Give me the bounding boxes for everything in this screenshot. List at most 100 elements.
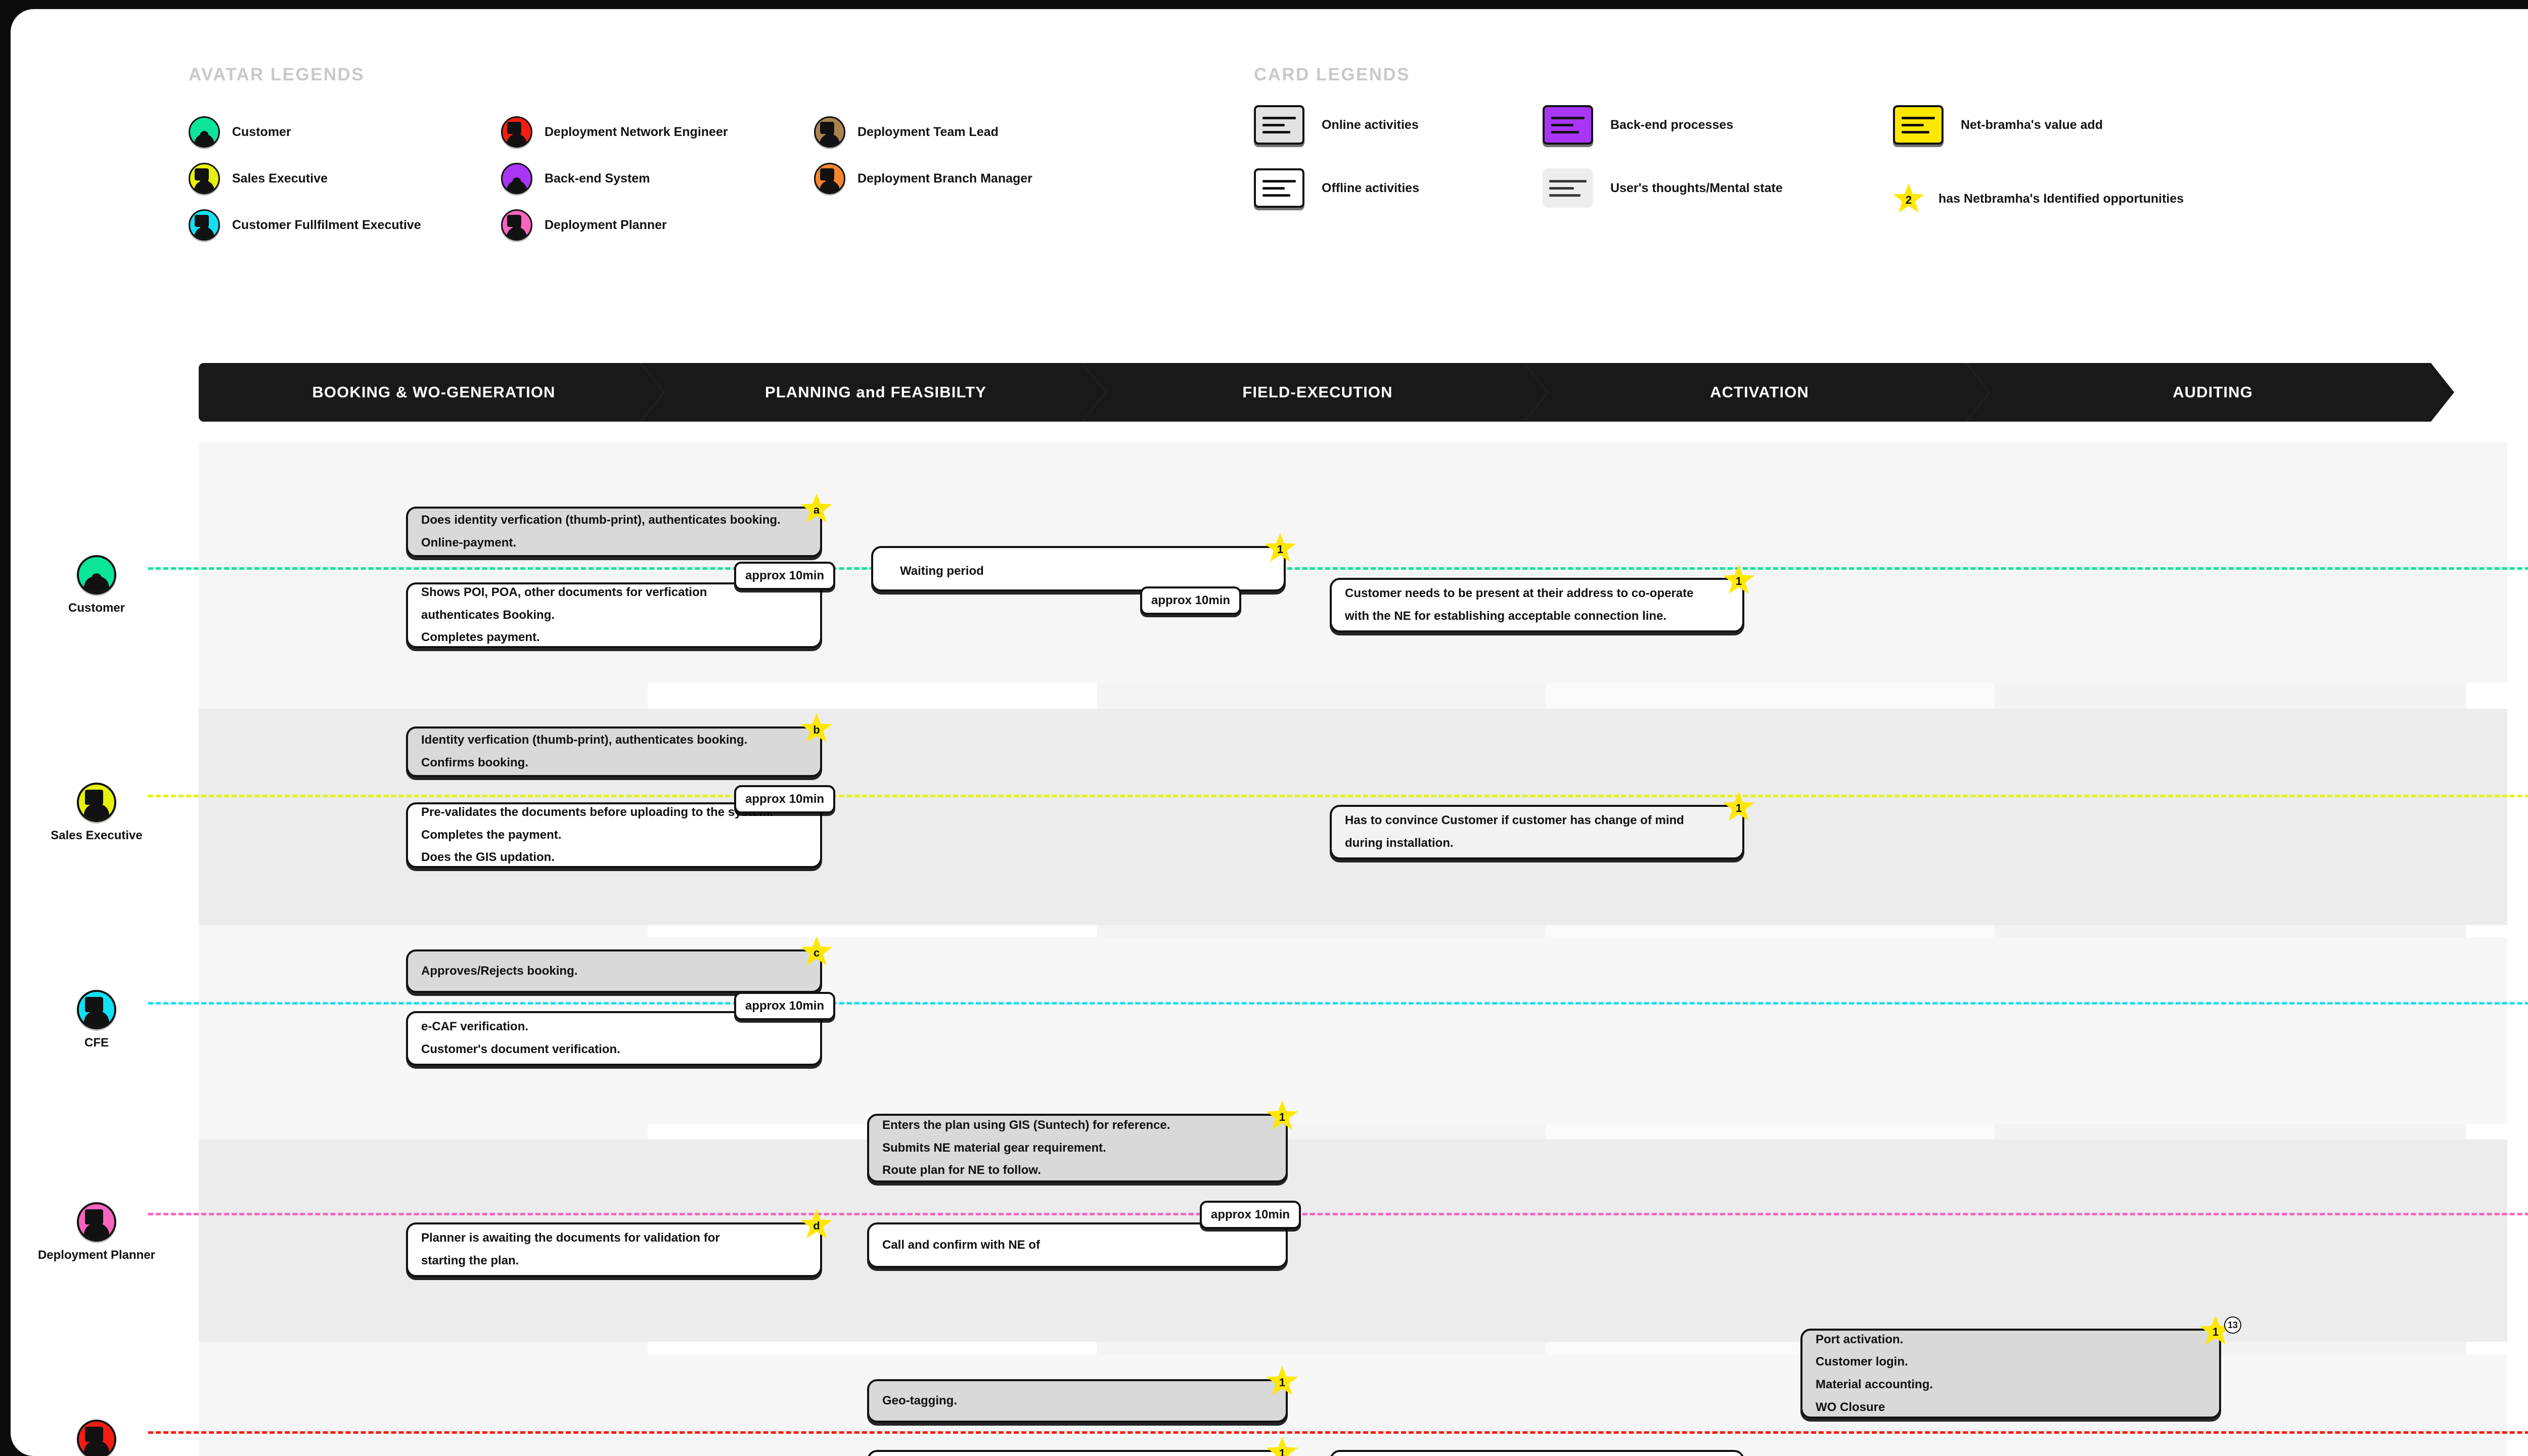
card-line-glyph bbox=[1551, 130, 1579, 133]
card-line: Call and confirm with NE of bbox=[882, 1238, 1041, 1252]
avatar-legend-label: Sales Executive bbox=[232, 171, 328, 186]
star-mark: 2 bbox=[1905, 194, 1912, 206]
journey-card[interactable]: Has to convince Customer if customer has… bbox=[1330, 792, 1754, 859]
phase-chevron-3[interactable]: ACTIVATION bbox=[1524, 363, 1990, 422]
star-mark: 1 bbox=[1279, 1376, 1286, 1389]
card-line-glyph bbox=[1262, 194, 1291, 197]
duration-pill-2: approx 10min bbox=[734, 785, 836, 813]
card-legend-label: Offline activities bbox=[1322, 180, 1420, 195]
duration-pill-4: approx 10min bbox=[1200, 1201, 1301, 1229]
opportunity-star-icon: 1 bbox=[1267, 1366, 1298, 1395]
phase-label: FIELD-EXECUTION bbox=[1242, 383, 1393, 401]
card-line: Submits NE material gear requirement. bbox=[882, 1141, 1106, 1155]
card-line: with the NE for establishing acceptable … bbox=[1345, 609, 1667, 623]
card-line: Completes payment. bbox=[421, 630, 540, 645]
journey-card[interactable]: Port activation.Customer login.Material … bbox=[1800, 1315, 2241, 1419]
journey-card[interactable]: e-CAF verification.Customer's document v… bbox=[406, 1011, 822, 1066]
opportunity-star-icon: 1 bbox=[1267, 1101, 1298, 1130]
card-line: WO Closure bbox=[1816, 1400, 1885, 1414]
avatar-legend-label: Customer Fullfilment Executive bbox=[232, 217, 421, 232]
card-legends-title: CARD LEGENDS bbox=[1254, 65, 1410, 84]
card-line-glyph bbox=[1551, 116, 1585, 119]
card-line-glyph bbox=[1549, 194, 1581, 197]
avatar-icon bbox=[189, 116, 220, 148]
card-legend-item-1: Offline activities bbox=[1254, 168, 1419, 208]
avatar-icon bbox=[77, 783, 116, 822]
star-mark: 1 bbox=[1735, 802, 1742, 814]
journey-card[interactable]: Approves/Rejects booking. c bbox=[406, 936, 832, 993]
avatar-legend-item-0: Customer bbox=[189, 116, 291, 148]
phase-label: BOOKING & WO-GENERATION bbox=[312, 383, 556, 401]
phase-label: PLANNING and FEASIBILTY bbox=[764, 383, 987, 401]
journey-card[interactable]: Call and confirm with NE of bbox=[867, 1222, 1288, 1268]
avatar-icon bbox=[77, 1202, 116, 1242]
star-mark: a bbox=[813, 504, 820, 516]
phase-chevron-4[interactable]: AUDITING bbox=[1966, 363, 2454, 422]
card-line: authenticates Booking. bbox=[421, 608, 555, 622]
lane-avatar-4 bbox=[36, 1420, 157, 1456]
card-line-glyph bbox=[1549, 179, 1587, 183]
journey-map-canvas: AVATAR LEGENDS CARD LEGENDS Customer Sal… bbox=[11, 9, 2528, 1456]
card-line-glyph bbox=[1902, 130, 1930, 133]
opportunity-star-icon: a bbox=[801, 493, 832, 523]
avatar-icon bbox=[501, 209, 532, 241]
avatar-icon bbox=[77, 990, 116, 1029]
avatar-body-glyph bbox=[84, 1223, 109, 1240]
phase-chevron-1[interactable]: PLANNING and FEASIBILTY bbox=[641, 363, 1106, 422]
avatar-legend-item-5: Deployment Planner bbox=[501, 209, 667, 241]
avatar-body-glyph bbox=[84, 804, 109, 820]
card-line: Enters the plan using GIS (Suntech) for … bbox=[882, 1118, 1170, 1132]
opportunity-star-icon: 1 bbox=[1723, 792, 1754, 821]
card-count-badge: 13 bbox=[2224, 1316, 2241, 1334]
card-line: Online-payment. bbox=[421, 536, 517, 550]
avatar-legend-label: Back-end System bbox=[545, 171, 650, 186]
lane-avatar-3: Deployment Planner bbox=[36, 1202, 157, 1262]
star-mark: b bbox=[813, 723, 820, 736]
card-line: Port activation. bbox=[1816, 1332, 1904, 1346]
avatar-body-glyph bbox=[507, 134, 527, 146]
card-legend-item-star: 2 has Netbramha's Identified opportuniti… bbox=[1893, 184, 2184, 214]
lane-avatar-label: Sales Executive bbox=[51, 829, 143, 842]
journey-card[interactable]: Enters the plan using GIS (Suntech) for … bbox=[867, 1101, 1298, 1182]
card-line: Customer needs to be present at their ad… bbox=[1345, 586, 1694, 601]
phase-chevron-2[interactable]: FIELD-EXECUTION bbox=[1082, 363, 1548, 422]
duration-pill-3: approx 10min bbox=[734, 992, 836, 1020]
card-legend-item-0: Online activities bbox=[1254, 105, 1419, 145]
lane-avatar-label: CFE bbox=[84, 1036, 109, 1050]
card-legend-swatch bbox=[1543, 105, 1593, 145]
avatar-legend-item-1: Sales Executive bbox=[189, 163, 328, 194]
card-legend-label: Online activities bbox=[1322, 117, 1419, 132]
phase-label: ACTIVATION bbox=[1710, 383, 1809, 401]
card-line: e-CAF verification. bbox=[421, 1020, 529, 1034]
star-mark: 1 bbox=[1277, 543, 1284, 556]
phase-chevron-0[interactable]: BOOKING & WO-GENERATION bbox=[199, 363, 664, 422]
duration-pill-0: approx 10min bbox=[734, 562, 836, 590]
journey-card[interactable]: Pre-validates the documents before uploa… bbox=[406, 802, 822, 868]
card-line: Geo-tagging. bbox=[882, 1393, 957, 1407]
journey-card[interactable]: Planner is awaiting the documents for va… bbox=[406, 1209, 832, 1277]
opportunity-star-icon: d bbox=[801, 1209, 832, 1239]
lane-avatar-0: Customer bbox=[36, 555, 157, 615]
avatar-icon bbox=[189, 209, 220, 241]
journey-card[interactable]: 1 bbox=[871, 533, 1296, 592]
card-legend-label: Back-end processes bbox=[1610, 117, 1734, 132]
journey-card[interactable]: Shows POI, POA, other documents for verf… bbox=[406, 582, 822, 648]
journey-card[interactable]: Geo-tagging. 1 bbox=[867, 1366, 1298, 1423]
avatar-legend-label: Deployment Team Lead bbox=[857, 124, 999, 139]
card-legend-item-3: User's thoughts/Mental state bbox=[1543, 168, 1783, 208]
card-legend-label: has Netbramha's Identified opportunities bbox=[1938, 191, 2184, 206]
avatar-body-glyph bbox=[194, 227, 214, 239]
journey-card[interactable]: 1 bbox=[867, 1437, 1298, 1456]
lane-avatar-2: CFE bbox=[36, 990, 157, 1050]
card-line: Identity verfication (thumb-print), auth… bbox=[421, 733, 748, 747]
lane-line-4 bbox=[148, 1431, 2528, 1434]
lane-avatar-label: Deployment Planner bbox=[37, 1248, 156, 1262]
journey-card[interactable] bbox=[1330, 1450, 1744, 1456]
journey-card[interactable]: Does identity verfication (thumb-print),… bbox=[406, 493, 832, 557]
journey-card[interactable]: Identity verfication (thumb-print), auth… bbox=[406, 713, 832, 777]
journey-card[interactable]: Customer needs to be present at their ad… bbox=[1330, 565, 1754, 632]
card-line: Planner is awaiting the documents for va… bbox=[421, 1231, 720, 1245]
avatar-legend-item-7: Deployment Branch Manager bbox=[814, 163, 1032, 194]
opportunity-star-icon: 1 bbox=[1265, 533, 1296, 562]
avatar-icon bbox=[814, 116, 845, 148]
